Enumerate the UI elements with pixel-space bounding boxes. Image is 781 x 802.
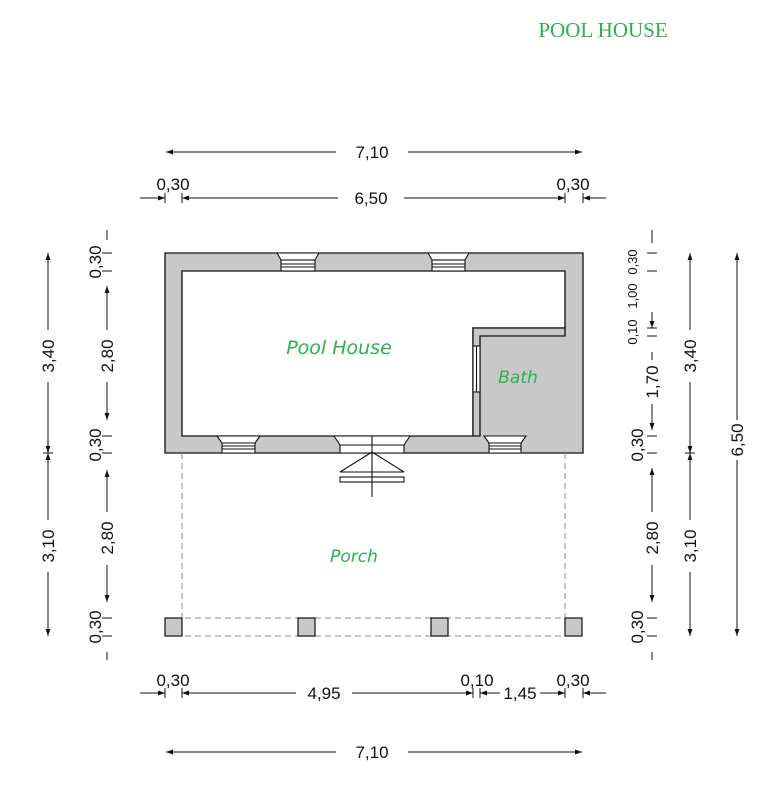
dim-right-post: 0,30 (628, 610, 647, 643)
dim-right-porch-total: 3,10 (681, 529, 700, 562)
bottom-window-bath (482, 435, 528, 454)
porch-post (297, 617, 316, 637)
dim-right-partition: 0,10 (625, 319, 640, 344)
dim-right-porch: 2,80 (643, 521, 662, 554)
dim-bottom-left-wall: 0,30 (156, 671, 189, 690)
dim-ticks (43, 193, 695, 698)
dim-bottom-bath: 1,45 (503, 684, 536, 703)
dim-left-outer-house: 3,40 (39, 339, 58, 372)
bottom-window-left (215, 435, 262, 454)
dim-top-inner: 6,50 (354, 189, 387, 208)
dim-left-wall-mid: 0,30 (86, 428, 105, 461)
dim-left-outer-porch: 3,10 (39, 529, 58, 562)
dim-right-bath: 1,70 (643, 365, 662, 398)
dim-bottom-partition: 0,10 (460, 671, 493, 690)
dim-left-porch: 2,80 (98, 521, 117, 554)
dim-right-wall-mid: 0,30 (628, 428, 647, 461)
dim-right-wall-top: 0,30 (625, 249, 640, 274)
room-label-pool-house: Pool House (286, 337, 392, 359)
dim-top-overall: 7,10 (355, 143, 388, 162)
dim-top-left-wall: 0,30 (156, 175, 189, 194)
room-label-porch: Porch (330, 547, 378, 567)
dim-left-post: 0,30 (86, 610, 105, 643)
bath-door (472, 345, 481, 393)
porch-post (164, 617, 183, 637)
bath-partition-wall (472, 327, 566, 437)
dim-right-overall: 6,50 (728, 423, 747, 456)
dim-left-wall-top: 0,30 (86, 245, 105, 278)
porch-post (430, 617, 449, 637)
porch-posts (164, 617, 583, 637)
dim-right-window: 1,00 (625, 283, 640, 308)
porch-post (564, 617, 583, 637)
dim-top-right-wall: 0,30 (556, 175, 589, 194)
top-window-right (427, 252, 470, 272)
room-label-bath: Bath (498, 368, 538, 388)
windows (215, 252, 528, 454)
porch-outline (165, 453, 583, 637)
dim-left-room: 2,80 (98, 339, 117, 372)
top-window-left (276, 252, 320, 272)
plan-title: POOL HOUSE (538, 18, 667, 42)
dim-bottom-right-wall: 0,30 (556, 671, 589, 690)
entrance-step (339, 436, 405, 497)
dim-bottom-overall: 7,10 (355, 743, 388, 762)
dim-right-house: 3,40 (681, 339, 700, 372)
dim-bottom-porch: 4,95 (307, 684, 340, 703)
